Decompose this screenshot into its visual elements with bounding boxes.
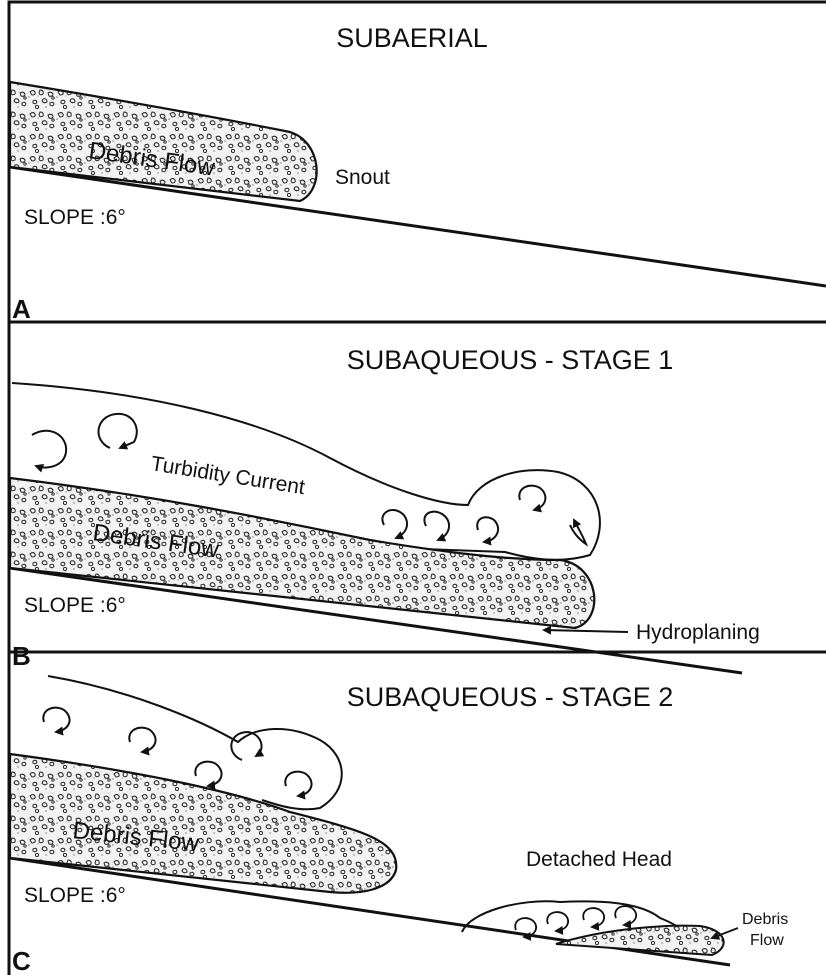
eddy-arrow-c2 [129, 728, 155, 752]
slope-label-c: SLOPE :6° [24, 884, 126, 907]
eddy-arrow-c3 [195, 762, 221, 786]
panel-b-title: SUBAQUEOUS - STAGE 1 [347, 345, 674, 375]
hydroplaning-label: Hydroplaning [636, 621, 760, 644]
panel-b: SUBAQUEOUS - STAGE 1 Turbidity Current D… [10, 345, 760, 673]
small-debris-label: Debris [742, 911, 788, 928]
eddy-arrow-b4 [424, 512, 449, 540]
debris-flow-body-a [10, 82, 317, 201]
turbidity-current-label: Turbidity Current [149, 452, 306, 499]
detached-debris-flow-body [556, 926, 724, 955]
eddy-arrow-b5 [477, 517, 498, 542]
slope-label-a: SLOPE :6° [24, 206, 126, 229]
eddy-arrow-d3 [583, 908, 604, 927]
hydroplaning-arrow [544, 630, 628, 632]
eddy-arrow-c1 [43, 708, 69, 732]
eddy-arrow-c5 [285, 772, 311, 796]
slope-line-a [10, 167, 826, 286]
eddy-arrow-b6 [519, 486, 545, 510]
slope-label-b: SLOPE :6° [24, 594, 126, 617]
eddy-arrow-d2 [547, 912, 568, 931]
panel-b-letter: B [12, 641, 31, 671]
panel-c: SUBAQUEOUS - STAGE 2 Debris Flow SLOPE :… [10, 676, 788, 975]
panel-c-letter: C [12, 946, 31, 975]
panel-c-title: SUBAQUEOUS - STAGE 2 [347, 682, 674, 712]
panel-a: SUBAERIAL Debris Flow Snout SLOPE :6° A [10, 23, 826, 324]
small-flow-label: Flow [750, 932, 784, 949]
eddy-arrow-d4 [615, 906, 636, 925]
snout-label: Snout [335, 166, 390, 189]
debris-flow-body-c [10, 754, 396, 893]
eddy-arrow-b7 [570, 520, 586, 544]
panel-a-title: SUBAERIAL [336, 23, 488, 53]
detached-head-label: Detached Head [526, 848, 672, 871]
eddy-arrow-b1 [32, 431, 66, 468]
eddy-arrow-b3 [382, 510, 407, 538]
eddy-arrow-b2 [99, 414, 137, 448]
panel-a-letter: A [12, 294, 31, 324]
